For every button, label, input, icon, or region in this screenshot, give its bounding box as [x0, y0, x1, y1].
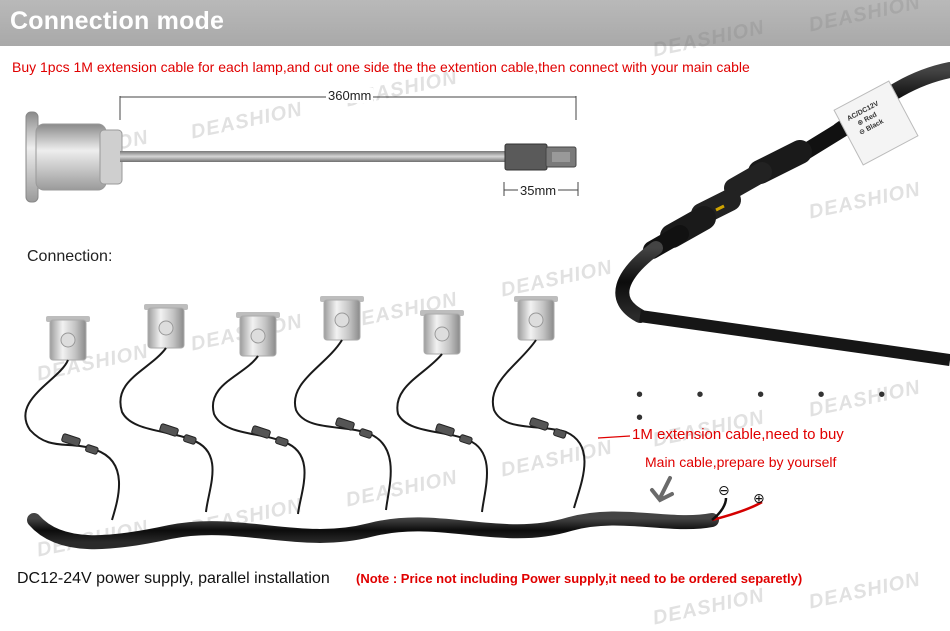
header-bar: Connection mode	[0, 0, 950, 46]
lamp-4	[320, 296, 364, 341]
lamp-1	[46, 316, 90, 361]
continuation-dots: • • • • • •	[636, 384, 910, 429]
instruction-text: Buy 1pcs 1M extension cable for each lam…	[12, 59, 750, 75]
red-wire	[711, 500, 763, 522]
main-cable-arrow	[650, 476, 674, 503]
length-dimension: 360mm	[326, 88, 374, 103]
main-cable	[27, 511, 719, 550]
top-lamp-illustration	[25, 111, 577, 203]
wiring-diagram	[24, 62, 950, 550]
footer-note: (Note : Price not including Power supply…	[356, 571, 803, 586]
lamp-5	[420, 310, 464, 355]
black-wire	[711, 497, 728, 521]
lamp-2	[144, 304, 188, 349]
connector-dimension: 35mm	[518, 183, 559, 198]
lamp-6	[514, 296, 558, 341]
negative-terminal-icon: ⊖	[718, 482, 730, 498]
extension-cable-callout: 1M extension cable,need to buy	[632, 426, 844, 443]
positive-terminal-icon: ⊕	[753, 490, 765, 506]
inline-connectors	[61, 417, 567, 455]
lamp-3	[236, 312, 280, 357]
lamp-cables	[24, 339, 586, 521]
lamp-row	[46, 296, 558, 361]
connection-label: Connection:	[27, 248, 113, 265]
main-cable-callout: Main cable,prepare by yourself	[645, 454, 837, 470]
page-title: Connection mode	[10, 7, 225, 35]
waterproof-connector-illustration	[615, 62, 950, 366]
footer-label: DC12-24V power supply, parallel installa…	[17, 570, 330, 587]
